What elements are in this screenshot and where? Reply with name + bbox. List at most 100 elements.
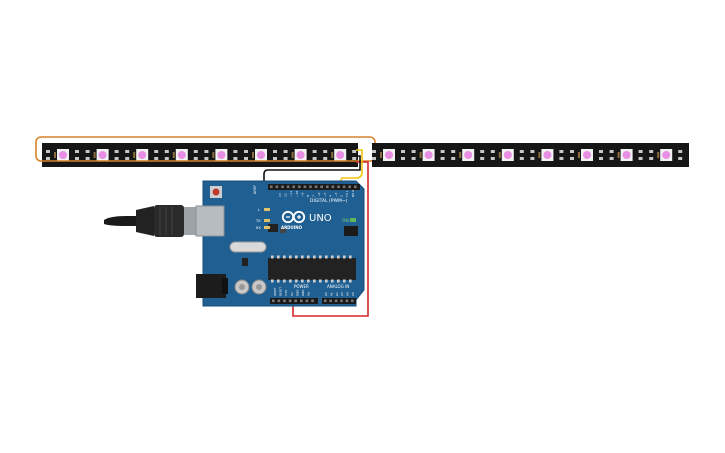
digital-pin-label: 7: [312, 195, 316, 197]
pin-hole: [294, 299, 297, 303]
pin-hole: [342, 185, 346, 189]
pin-hole: [329, 299, 332, 303]
usb-cable-end: [104, 216, 136, 226]
power-pin-label: Vin: [307, 291, 311, 296]
led-pixel: [283, 149, 317, 161]
pin-hole: [326, 185, 329, 189]
data-wire[interactable]: [337, 149, 363, 189]
digital-pin-label: ~5: [323, 192, 327, 197]
digital-pin-label: 13: [278, 193, 282, 197]
pin-hole: [275, 185, 279, 189]
brand-label: ARDUINO: [281, 225, 303, 230]
pin-hole: [351, 299, 354, 303]
pin-hole: [324, 299, 327, 303]
power-led: [350, 218, 356, 222]
pin-hole: [345, 299, 349, 303]
led-pixel: [411, 149, 445, 161]
analog-label: ANALOG IN: [327, 284, 349, 289]
analog-pin-label: A1: [329, 292, 333, 296]
dc-barrel-jack: [196, 274, 226, 298]
led-pixel: [649, 149, 683, 161]
digital-pin-label: 8: [306, 195, 310, 197]
pin-hole: [303, 185, 307, 189]
led-pixel: [609, 149, 643, 161]
model-label: UNO: [309, 213, 332, 224]
on-label: ON: [342, 218, 349, 224]
pin-hole: [337, 185, 340, 189]
aref-label: AREF: [253, 185, 257, 194]
ground-wire[interactable]: [263, 155, 361, 190]
pin-hole: [277, 299, 281, 303]
analog-pin-label: A0: [324, 292, 328, 296]
led-strip-pcb: [42, 143, 358, 167]
digital-pin-label: ~6: [317, 192, 321, 197]
power-header[interactable]: [270, 298, 318, 304]
led-strip-pcb: [372, 143, 689, 167]
icsp-chip: [344, 226, 358, 236]
power-pin-label: IOREF: [273, 287, 277, 296]
usb-jack: [195, 205, 225, 237]
digital-header[interactable]: [268, 184, 360, 190]
analog-header[interactable]: [322, 298, 356, 304]
led-pixel: [323, 149, 357, 161]
pin-hole: [298, 185, 301, 189]
power-label: POWER: [294, 284, 309, 289]
digital-pin-label: 2: [340, 195, 344, 197]
led-pixel: [530, 149, 564, 161]
digital-pin-label: 4: [328, 195, 332, 197]
digital-pin-label: RX 0: [351, 190, 355, 197]
svg-text:TX: TX: [255, 219, 261, 223]
usb-plug-body: [154, 205, 184, 237]
pin-hole: [320, 185, 323, 189]
led-pixel: [46, 149, 79, 161]
digital-pin-label: ~10: [295, 191, 299, 197]
pin-hole: [292, 185, 295, 189]
pin-hole: [348, 185, 351, 189]
pin-hole: [334, 299, 338, 303]
usb-cable[interactable]: [104, 205, 206, 237]
analog-pin-label: A4: [346, 292, 350, 296]
pin-hole: [288, 299, 292, 303]
led-pixel: [85, 149, 119, 161]
led-pixel: [125, 149, 159, 161]
pin-hole: [272, 299, 275, 303]
pin-hole: [300, 299, 303, 303]
power-wire[interactable]: [292, 161, 369, 317]
led-pixel: [570, 149, 603, 161]
power-pin-label: RESET: [279, 287, 283, 296]
digital-pin-label: 12: [284, 193, 288, 197]
led-pixels-group: [372, 149, 683, 161]
pin-hole: [340, 299, 343, 303]
regulator: [268, 224, 278, 232]
reset-button-cap: [212, 188, 220, 196]
pin-hole: [314, 185, 318, 189]
analog-pin-label: A3: [340, 292, 344, 296]
pin-hole: [283, 299, 286, 303]
power-pin-label: GND: [301, 290, 305, 296]
analog-pin-label: A5: [351, 292, 355, 296]
power-pin-label: GND: [295, 290, 299, 296]
power-pin-label: 3.3V: [284, 290, 288, 296]
led-strip-segment-1[interactable]: [42, 143, 358, 167]
digital-pin-label: ~3: [334, 192, 338, 197]
led-pixel: [164, 149, 198, 161]
pin-hole: [309, 185, 312, 189]
svg-text:RX: RX: [256, 226, 261, 230]
led-pixel: [451, 149, 485, 161]
led-pixel: [204, 149, 238, 161]
pin-hole: [354, 185, 357, 189]
pin-hole: [286, 185, 290, 189]
digital-pin-label: ~9: [300, 192, 304, 197]
led-strip-segment-2[interactable]: [372, 143, 689, 167]
usb-cable-boot: [136, 206, 154, 236]
digital-pin-label: TX 1: [345, 190, 349, 198]
analog-pin-label: A2: [335, 292, 339, 296]
led-pixel: [244, 149, 277, 161]
digital-label: DIGITAL (PWM~): [310, 198, 348, 204]
pin-hole: [331, 185, 335, 189]
pin-hole: [305, 299, 309, 303]
pin-hole: [311, 299, 314, 303]
led-pixels-group: [46, 149, 357, 161]
